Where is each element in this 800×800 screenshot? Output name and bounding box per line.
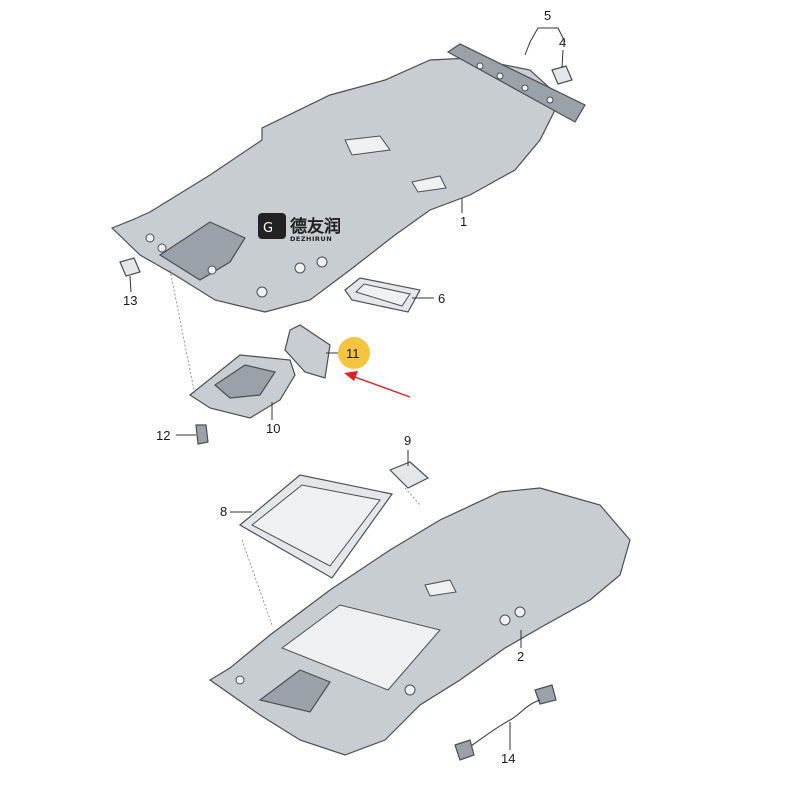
callout-5: 5 bbox=[544, 8, 551, 23]
sunroof-opening bbox=[280, 604, 441, 691]
callout-14: 14 bbox=[501, 751, 515, 766]
watermark-emblem bbox=[258, 213, 286, 239]
svg-text:G: G bbox=[263, 221, 273, 236]
headliner-upper bbox=[110, 57, 556, 313]
front-trim-strip bbox=[446, 43, 586, 123]
watermark-latin: DEZHIRUN bbox=[290, 235, 332, 243]
light-frame-part-6 bbox=[344, 277, 421, 313]
console-cover-part-11 bbox=[284, 324, 331, 379]
light-opening-lower bbox=[424, 579, 457, 597]
light-opening bbox=[344, 135, 391, 156]
console-opening-lower bbox=[258, 669, 331, 713]
callout-9: 9 bbox=[404, 433, 411, 448]
clip-part-9 bbox=[388, 461, 430, 489]
clip-part-4 bbox=[551, 65, 573, 85]
watermark-logo: G 德友润 DEZHIRUN bbox=[258, 213, 341, 243]
overhead-console-part-10 bbox=[188, 354, 296, 419]
clip-part-13 bbox=[119, 257, 141, 277]
headliner-lower bbox=[208, 487, 631, 756]
callout-11-highlight bbox=[338, 337, 370, 369]
callout-2: 2 bbox=[517, 649, 524, 664]
callout-1: 1 bbox=[460, 214, 467, 229]
callout-10: 10 bbox=[266, 421, 280, 436]
highlight-arrow bbox=[344, 371, 411, 398]
sunroof-frame-part-8 bbox=[238, 474, 394, 579]
callout-13: 13 bbox=[123, 293, 137, 308]
callout-12: 12 bbox=[156, 428, 170, 443]
handle-recess bbox=[411, 175, 447, 193]
callout-8: 8 bbox=[220, 504, 227, 519]
overhead-console-opening bbox=[158, 221, 246, 281]
cable-part-14 bbox=[454, 684, 557, 761]
callout-11: 11 bbox=[346, 346, 360, 361]
callout-6: 6 bbox=[438, 291, 445, 306]
callout-4: 4 bbox=[559, 35, 566, 50]
screw-part-12 bbox=[195, 424, 209, 445]
watermark-chinese: 德友润 bbox=[290, 216, 341, 237]
